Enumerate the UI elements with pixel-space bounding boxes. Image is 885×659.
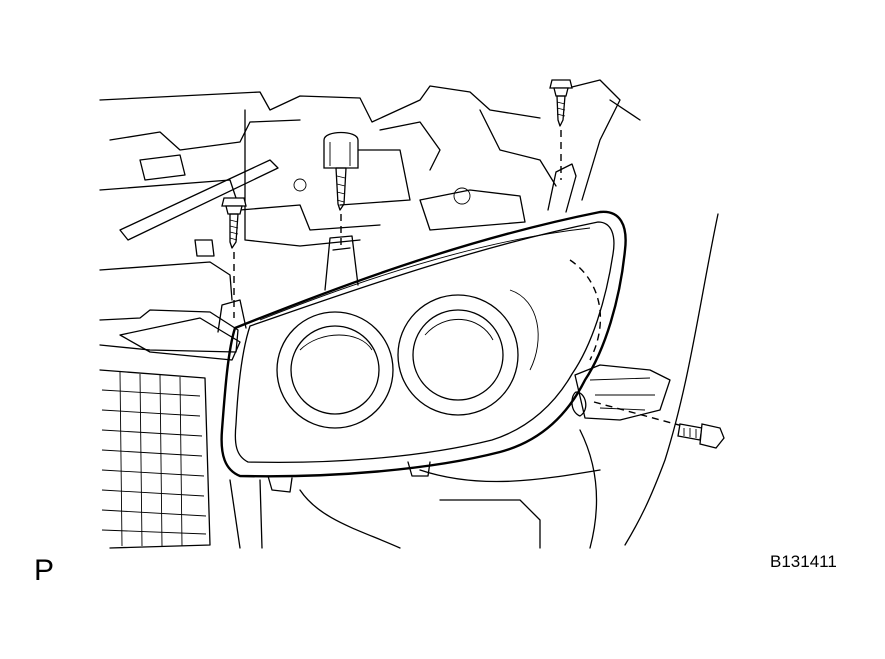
headlight-assembly <box>220 210 671 493</box>
radiator-grille <box>99 369 211 549</box>
mounting-bracket <box>217 163 577 333</box>
lower-frame <box>229 429 601 549</box>
fender-edge <box>624 213 719 546</box>
engine-bay-background <box>99 79 641 353</box>
upper-left-screw <box>221 197 247 318</box>
figure-code: B131411 <box>770 552 837 571</box>
side-reinforcement <box>119 317 241 361</box>
side-bolt <box>571 391 725 449</box>
view-letter: P <box>34 554 55 587</box>
upper-center-clip <box>323 131 359 250</box>
upper-right-screw <box>549 79 573 180</box>
